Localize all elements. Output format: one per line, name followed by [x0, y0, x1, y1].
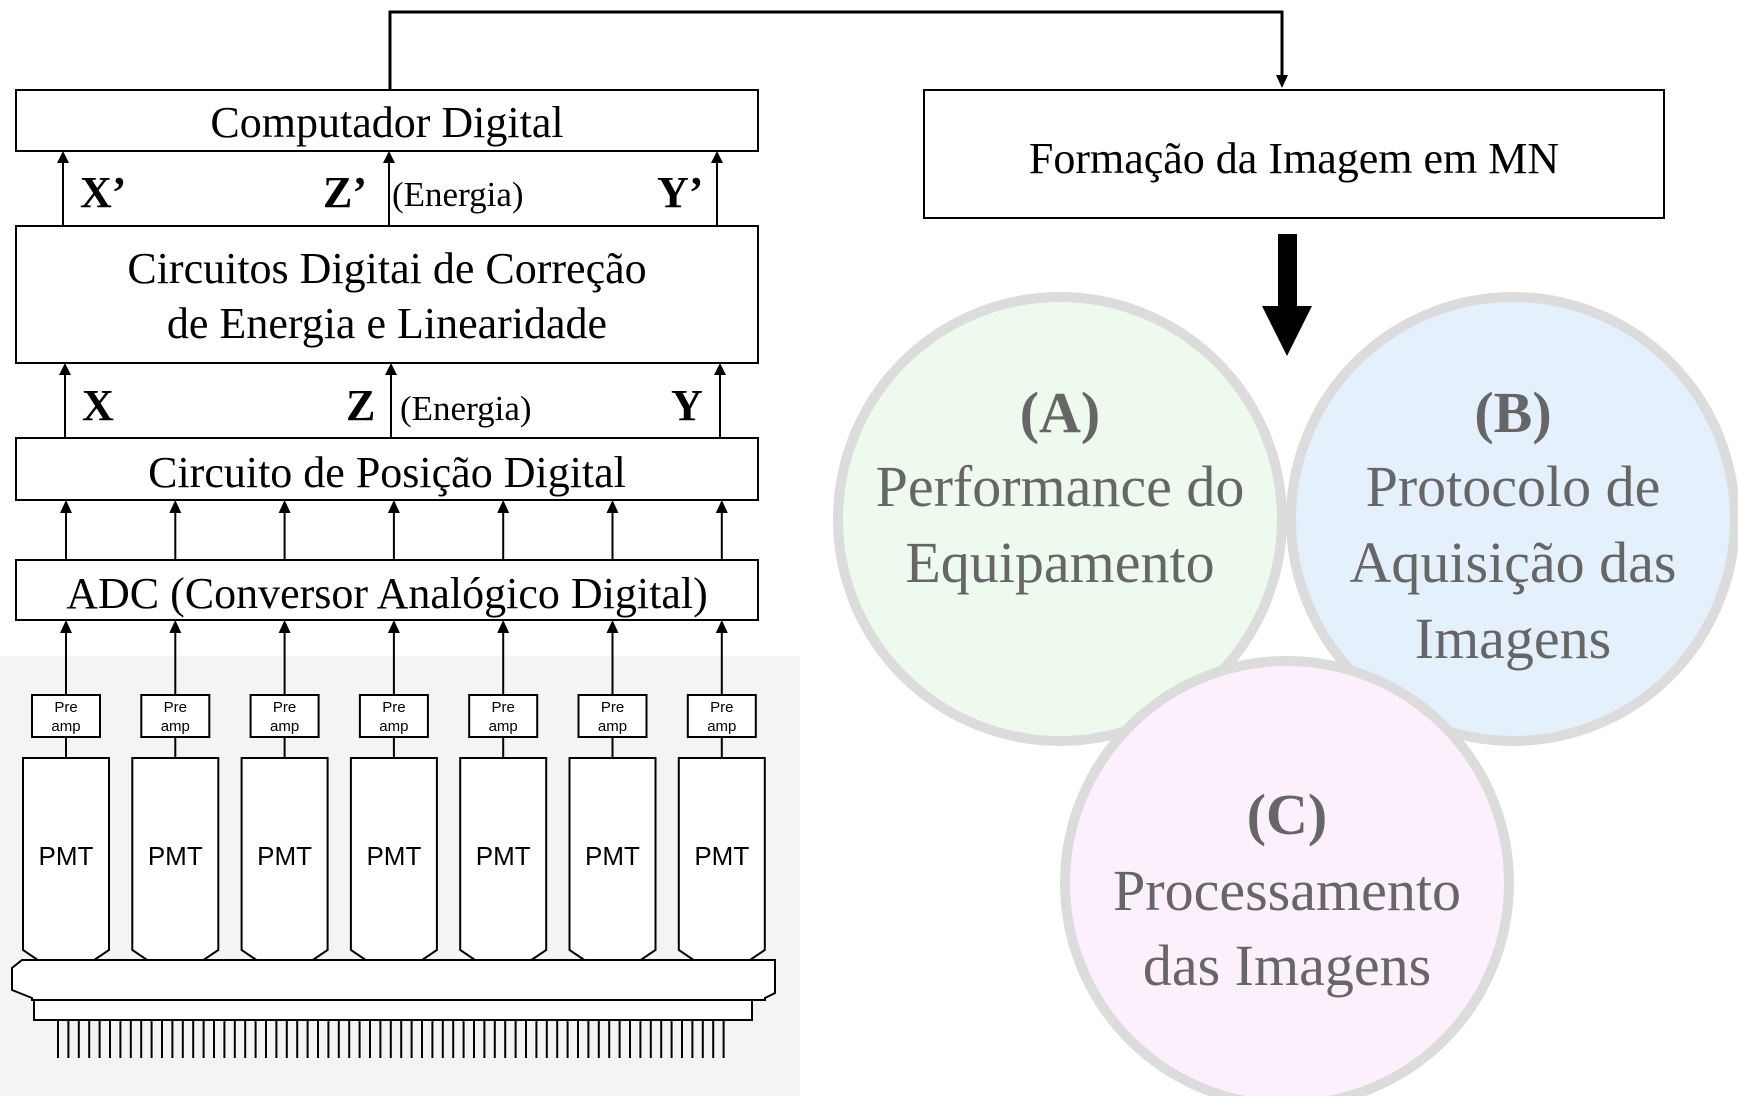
circle-c-shape [1060, 656, 1514, 1096]
circle-a-line2: Equipamento [905, 530, 1214, 595]
energy-label-mid: (Energia) [400, 389, 532, 428]
pmt-label: PMT [39, 841, 94, 871]
preamp-box [140, 694, 211, 738]
formation-box: Formação da Imagem em MN [923, 89, 1665, 219]
circle-a-shape [833, 292, 1287, 746]
pmt-label: PMT [476, 841, 531, 871]
circle-texts: (A) Performance do Equipamento (B) Proto… [876, 380, 1677, 998]
arrowhead [715, 620, 728, 633]
preamp-label-line1: Pre [710, 699, 733, 716]
preamp-label-line2: amp [270, 718, 299, 735]
computer-label: Computador Digital [210, 98, 563, 147]
circle-b-line1: Protocolo de [1366, 454, 1661, 519]
position-label: Circuito de Posição Digital [148, 448, 626, 497]
position-box: Circuito de Posição Digital [15, 437, 759, 501]
y-prime-label: Y’ [657, 168, 703, 217]
circle-b-line3: Imagens [1415, 606, 1612, 671]
preamp-label-line1: Pre [164, 699, 187, 716]
y-label: Y [671, 381, 703, 430]
z-prime-label: Z’ [323, 168, 367, 217]
arrowhead [387, 620, 400, 633]
preamp-label-line1: Pre [273, 699, 296, 716]
preamp-label-line1: Pre [601, 699, 624, 716]
arrowhead [169, 500, 182, 513]
circle-c-letter: (C) [1247, 782, 1328, 847]
big-down-arrow [1262, 234, 1312, 356]
z-label: Z [346, 381, 375, 430]
arrowhead [60, 500, 72, 513]
arrowhead [606, 500, 619, 513]
energy-label-top: (Energia) [392, 175, 524, 214]
arrowhead [60, 620, 72, 633]
preamp-label-line2: amp [598, 718, 627, 735]
computer-box: Computador Digital [15, 89, 759, 152]
arrowhead [1276, 75, 1288, 88]
circle-c [1060, 656, 1514, 1096]
preamp-box [358, 694, 429, 738]
circle-b-shape [1286, 292, 1738, 746]
preamp-label-line2: amp [379, 718, 408, 735]
feedback-connector [388, 10, 1288, 90]
preamp-box [577, 694, 648, 738]
pmt-label: PMT [257, 841, 312, 871]
preamp-label-line1: Pre [382, 699, 405, 716]
mid-signal-arrows: X Z (Energia) Y [59, 363, 726, 438]
preamp-label-line2: amp [707, 718, 736, 735]
arrowhead [606, 620, 619, 633]
circle-b [1286, 292, 1738, 746]
preamp-label-line1: Pre [492, 699, 515, 716]
preamp-label-line2: amp [489, 718, 518, 735]
collimator-plate [33, 999, 753, 1021]
circle-c-line1: Processamento [1113, 858, 1461, 923]
circle-a [833, 292, 1287, 746]
preamp-label-line1: Pre [54, 699, 77, 716]
x-prime-label: X’ [80, 168, 126, 217]
circle-b-line2: Aquisição das [1350, 530, 1677, 595]
pmt-label: PMT [694, 841, 749, 871]
correction-box: Circuitos Digitai de Correção de Energia… [15, 225, 759, 364]
arrowhead [387, 500, 400, 513]
adc-box: ADC (Conversor Analógico Digital) [15, 559, 759, 621]
correction-label-line1: Circuitos Digitai de Correção [127, 244, 646, 293]
circle-c-line2: das Imagens [1143, 933, 1431, 998]
preamp-box [31, 694, 101, 738]
pmt-label: PMT [148, 841, 203, 871]
crystal-base [11, 959, 776, 1021]
preamp-box [468, 694, 539, 738]
arrowhead [497, 620, 510, 633]
arrowhead [715, 500, 728, 513]
arrowhead [278, 500, 291, 513]
x-label: X [82, 381, 114, 430]
circle-a-letter: (A) [1020, 380, 1101, 445]
arrowhead [497, 500, 510, 513]
pmt-label: PMT [585, 841, 640, 871]
preamp-label-line2: amp [161, 718, 190, 735]
preamp-box [686, 694, 757, 738]
circle-a-line1: Performance do [876, 454, 1245, 519]
arrowhead [169, 620, 182, 633]
adc-label: ADC (Conversor Analógico Digital) [66, 569, 708, 618]
collimator-septa [57, 1020, 725, 1058]
correction-label-line2: de Energia e Linearidade [167, 299, 607, 348]
arrowhead [278, 620, 291, 633]
circle-b-letter: (B) [1474, 380, 1551, 445]
preamp-label-line2: amp [51, 718, 80, 735]
formation-label: Formação da Imagem em MN [1029, 134, 1559, 183]
top-signal-arrows: X’ Z’ (Energia) Y’ [57, 151, 723, 226]
pmt-label: PMT [366, 841, 421, 871]
